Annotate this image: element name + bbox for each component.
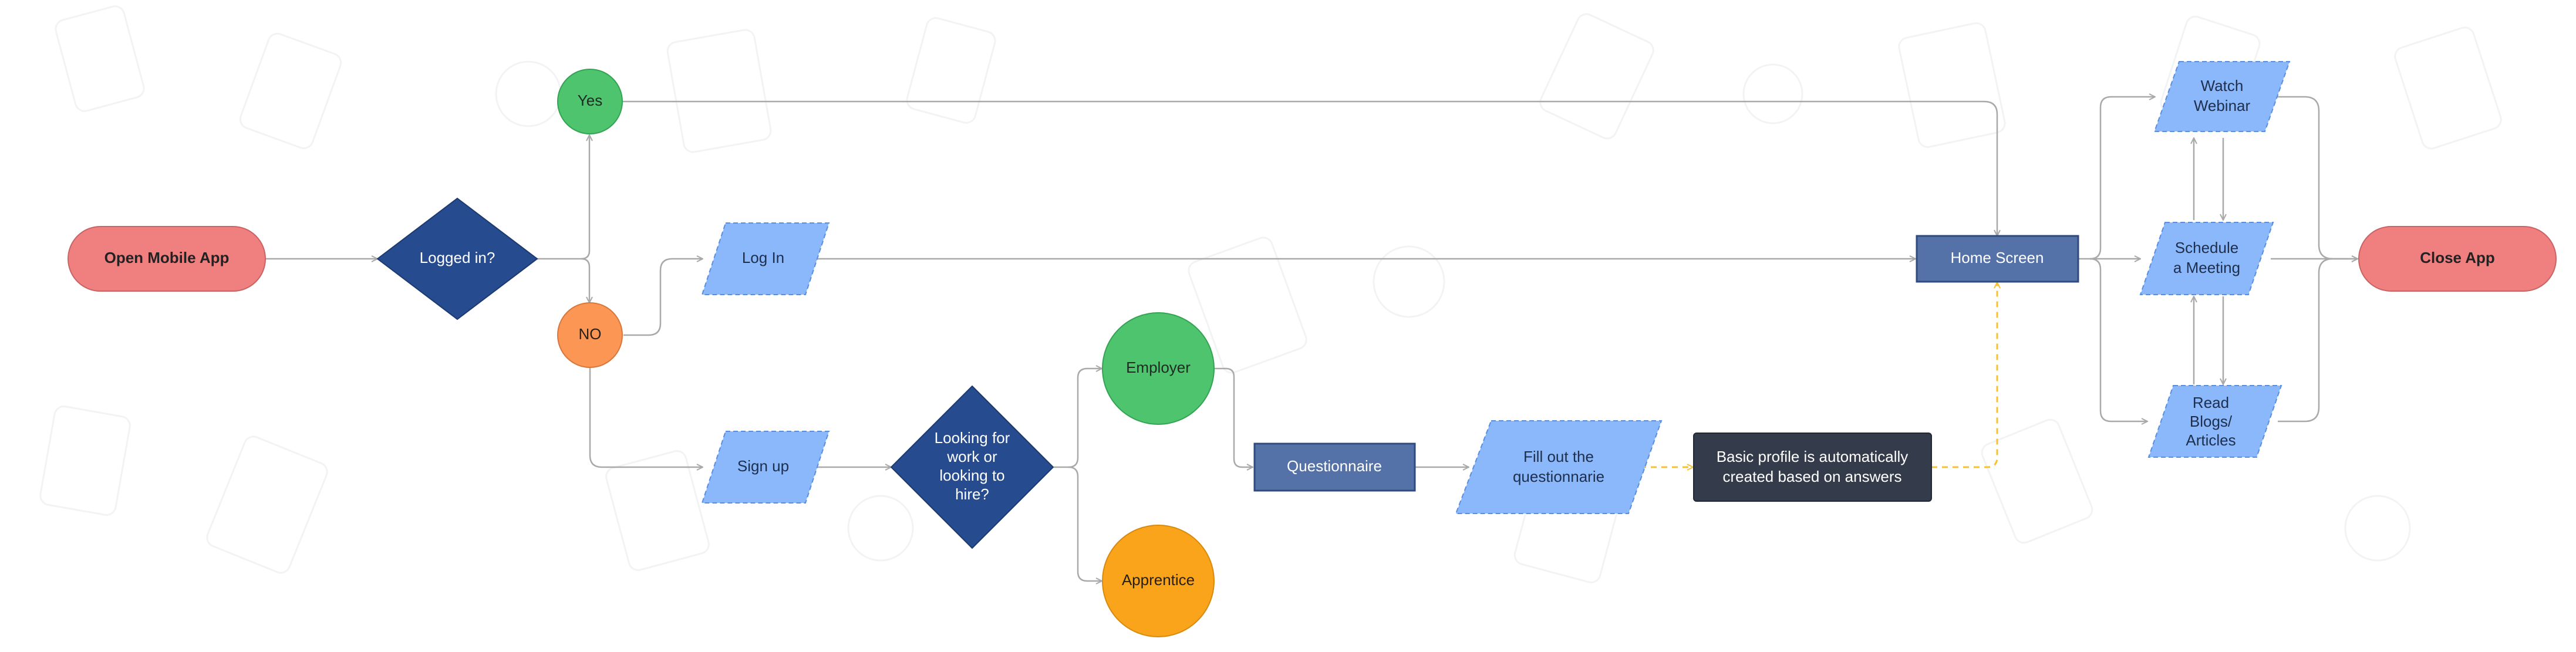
fill-out-label-line-2: questionnarie: [1513, 468, 1604, 485]
log-in-io: Log In: [701, 222, 830, 295]
watch-webinar-io: Watch Webinar: [2153, 61, 2291, 132]
questionnaire-process: Questionnaire: [1253, 442, 1416, 492]
basic-profile-label-line-1: Basic profile is automatically: [1717, 448, 1909, 465]
home-screen-label: Home Screen: [1951, 249, 2044, 266]
fill-out-io: Fill out the questionnarie: [1455, 420, 1663, 514]
connector-webinar-to-close: [2277, 96, 2358, 259]
log-in-label: Log In: [742, 249, 784, 266]
basic-profile-label-line-2: created based on answers: [1723, 468, 1902, 485]
open-app-label: Open Mobile App: [104, 249, 230, 266]
looking-label-line-4: hire?: [955, 485, 989, 503]
connector-no-to-login: [623, 259, 703, 336]
read-blogs-label-line-3: Articles: [2186, 431, 2236, 449]
yes-label: Yes: [578, 92, 602, 109]
sign-up-io: Sign up: [701, 431, 830, 504]
fill-out-label-line-1: Fill out the: [1523, 448, 1594, 465]
connector-no-to-signup: [589, 367, 703, 467]
employer-node: Employer: [1102, 312, 1215, 425]
schedule-meeting-io: Schedule a Meeting: [2139, 222, 2274, 295]
connector-blogs-to-close: [2278, 258, 2334, 423]
connector-home-to-blogs: [2089, 258, 2147, 421]
connector-yes-to-home: [622, 100, 1997, 236]
open-app-terminal: Open Mobile App: [68, 226, 266, 292]
yes-connector-node: Yes: [557, 69, 623, 134]
home-screen-process: Home Screen: [1916, 235, 2079, 283]
connector-logged-to-no: [581, 258, 589, 303]
read-blogs-label-line-2: Blogs/: [2190, 413, 2233, 430]
watch-webinar-label-line-1: Watch: [2201, 77, 2244, 94]
connectors: [265, 97, 2358, 581]
employer-label: Employer: [1126, 359, 1191, 376]
no-connector-node: NO: [557, 302, 623, 368]
looking-label-line-2: work or: [946, 448, 997, 465]
connector-looking-to-apprentice: [1068, 466, 1102, 581]
apprentice-label: Apprentice: [1122, 571, 1195, 589]
schedule-meeting-label-line-1: Schedule: [2175, 239, 2238, 256]
background-pattern: [39, 5, 2502, 583]
no-label: NO: [579, 325, 602, 343]
looking-label-line-1: Looking for: [935, 429, 1010, 447]
sign-up-label: Sign up: [737, 457, 789, 475]
questionnaire-label: Questionnaire: [1287, 457, 1382, 475]
connector-employer-to-questionnaire: [1213, 367, 1253, 467]
watch-webinar-label-line-2: Webinar: [2194, 97, 2251, 114]
connector-home-to-webinar: [2078, 97, 2155, 260]
logged-in-label: Logged in?: [420, 249, 495, 266]
read-blogs-io: Read Blogs/ Articles: [2147, 385, 2282, 458]
logged-in-decision: Logged in?: [376, 197, 538, 320]
connector-logged-to-yes: [537, 135, 589, 260]
schedule-meeting-label-line-2: a Meeting: [2173, 259, 2240, 276]
close-app-terminal: Close App: [2358, 226, 2557, 292]
basic-profile-process: Basic profile is automatically created b…: [1693, 433, 1932, 502]
apprentice-node: Apprentice: [1102, 525, 1215, 637]
connector-profile-to-home: [1931, 282, 1997, 468]
looking-decision: Looking for work or looking to hire?: [890, 385, 1054, 549]
read-blogs-label-line-1: Read: [2193, 394, 2229, 411]
connector-looking-to-employer: [1054, 369, 1102, 468]
close-app-label: Close App: [2420, 249, 2495, 266]
looking-label-line-3: looking to: [939, 467, 1004, 484]
